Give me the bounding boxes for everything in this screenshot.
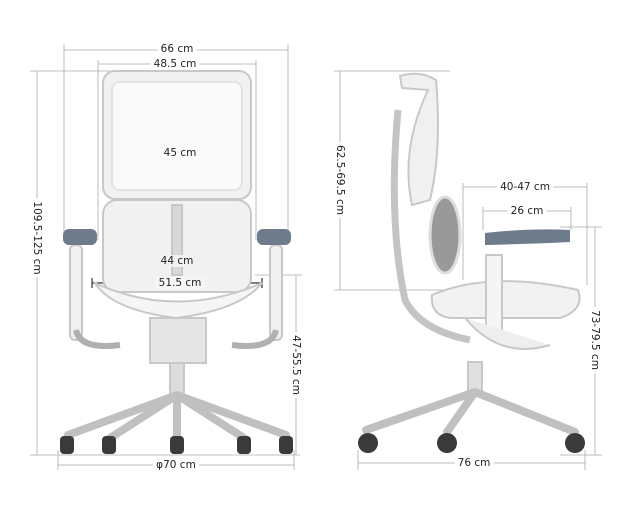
base-diameter-label: φ70 cm [153,459,199,471]
right-armpad [257,229,291,245]
seat-width-label: 51.5 cm [155,277,205,289]
front-chair [64,70,290,444]
side-armpad [485,229,570,245]
seat-depth-label: 40-47 cm [497,181,553,193]
backrest-height-label: 62.5-69.5 cm [334,142,346,218]
armrest-length-label: 26 cm [507,205,547,217]
side-chair [362,72,581,436]
lumbar-width-label: 44 cm [157,255,197,267]
seat-height-label: 47-55.5 cm [290,332,302,398]
left-armpad [63,229,97,245]
upper-back-width-label: 45 cm [160,147,200,159]
side-casters [358,433,585,453]
backrest-width-label: 48.5 cm [150,58,200,70]
overall-height-label: 109.5-125 cm [31,198,43,278]
base-depth-label: 76 cm [454,457,494,469]
front-casters [60,436,293,454]
armrest-height-label: 73-79.5 cm [589,307,601,373]
overall-width-label: 66 cm [157,43,197,55]
